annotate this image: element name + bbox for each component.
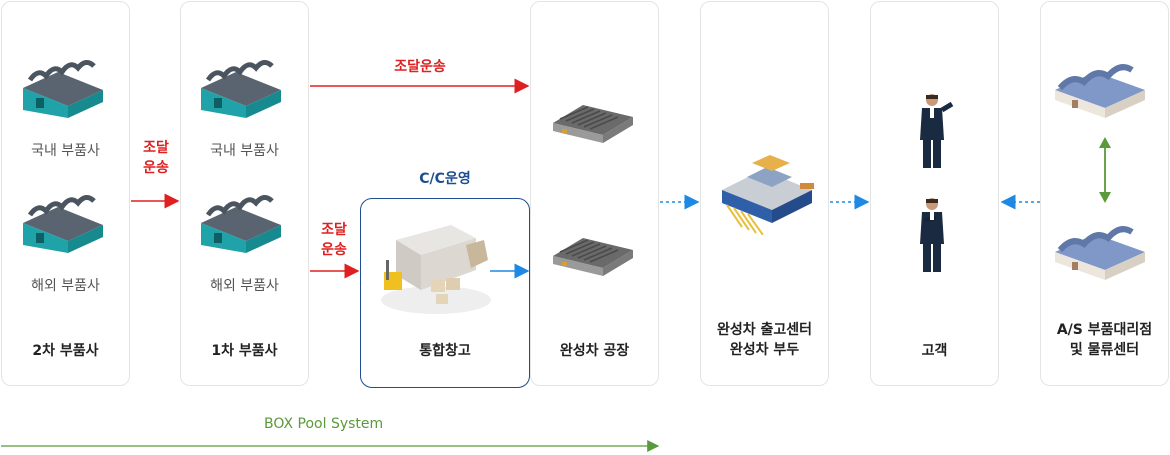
transport-label-a-line1: 조달 (143, 140, 169, 156)
as-title-line2: 및 물류센터 (1069, 342, 1140, 358)
warehouse-icon (23, 195, 103, 253)
transport-label-b-line2: 운송 (321, 242, 347, 258)
center-title-line1: 완성차 출고센터 (716, 322, 813, 338)
transport-label-top: 조달운송 (394, 59, 446, 75)
tier2-domestic-label: 국내 부품사 (31, 143, 100, 159)
transport-label-b: 조달 운송 (314, 220, 354, 260)
tier2-title: 2차 부품사 (32, 343, 99, 359)
tier1-overseas-label: 해외 부품사 (210, 278, 279, 294)
warehouse-icon (23, 60, 103, 118)
factory-icon (553, 105, 633, 143)
solar-warehouse-icon (1055, 226, 1145, 280)
warehouse-icon (201, 195, 281, 253)
customer-title: 고객 (921, 343, 948, 359)
factory-icon (553, 238, 633, 276)
distribution-center-icon (722, 155, 814, 235)
cc-operation-label: C/C운영 (419, 171, 471, 187)
person-icon (920, 198, 944, 272)
truck-icon (381, 225, 491, 314)
stage-card-factory (530, 1, 659, 386)
warehouse-icon (201, 60, 281, 118)
center-title-line2: 완성차 부두 (729, 342, 800, 358)
tier1-title: 1차 부품사 (211, 343, 278, 359)
factory-title: 완성차 공장 (559, 343, 630, 359)
center-title: 완성차 출고센터 완성차 부두 (700, 320, 829, 360)
transport-label-a: 조달 운송 (136, 138, 176, 178)
tier1-domestic-label: 국내 부품사 (210, 143, 279, 159)
as-title-line1: A/S 부품대리점 (1056, 322, 1153, 338)
warehouse-title: 통합창고 (419, 343, 471, 359)
transport-label-a-line2: 운송 (143, 160, 169, 176)
tier2-overseas-label: 해외 부품사 (31, 278, 100, 294)
as-title: A/S 부품대리점 및 물류센터 (1040, 320, 1169, 360)
person-icon (920, 94, 954, 168)
transport-label-b-line1: 조달 (321, 222, 347, 238)
solar-warehouse-icon (1055, 64, 1145, 118)
box-pool-label: BOX Pool System (264, 416, 384, 432)
stage-card-customer (870, 1, 999, 386)
